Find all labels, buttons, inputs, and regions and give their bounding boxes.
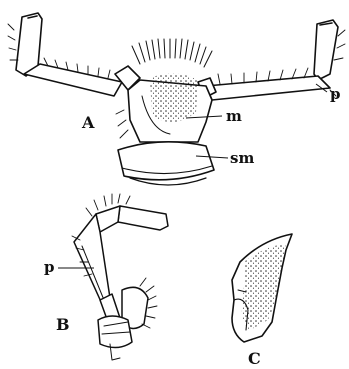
right-appendage-tip bbox=[314, 20, 338, 80]
bristles-top bbox=[132, 39, 212, 67]
label-p-b: p bbox=[44, 258, 55, 276]
label-c: C bbox=[248, 349, 261, 368]
figure-b-drawing bbox=[74, 206, 168, 360]
stippled-region-m bbox=[150, 73, 198, 122]
plate-sm bbox=[118, 142, 214, 180]
label-b: B bbox=[56, 315, 70, 334]
label-p-a: p bbox=[330, 85, 341, 103]
label-sm: sm bbox=[230, 149, 254, 167]
label-m: m bbox=[226, 107, 242, 125]
b-distal-segment bbox=[118, 206, 168, 230]
left-appendage-arm bbox=[24, 64, 122, 96]
label-a: A bbox=[81, 113, 95, 132]
figure-c-drawing bbox=[232, 234, 292, 342]
figure-a-drawing bbox=[16, 13, 338, 185]
